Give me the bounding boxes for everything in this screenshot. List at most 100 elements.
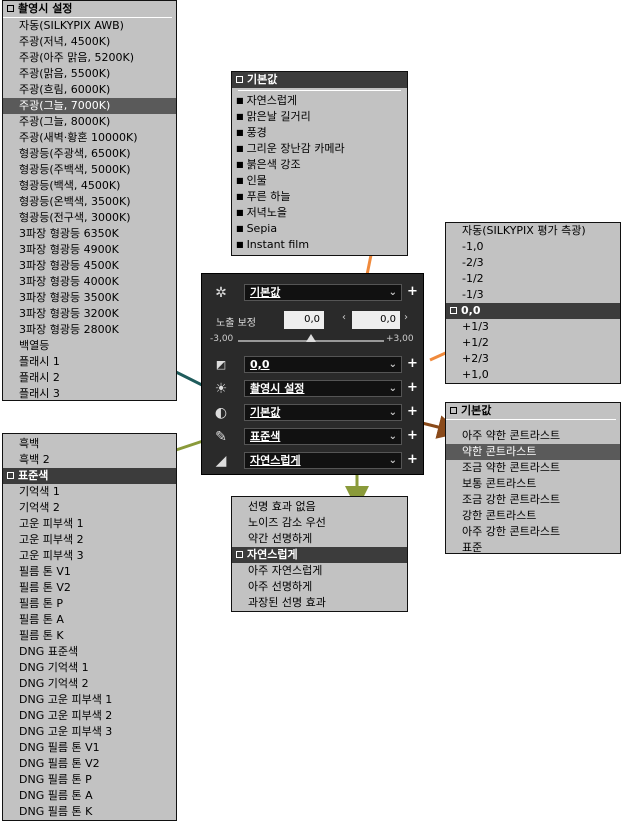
chevron-right-icon[interactable]: › xyxy=(404,312,408,323)
color-menu-item[interactable]: DNG 고운 피부색 1 xyxy=(19,693,113,706)
wb-menu-item[interactable]: 자동(SILKYPIX AWB) xyxy=(19,19,124,32)
taste-menu-item[interactable]: 풍경 xyxy=(232,125,407,141)
wb-menu-item[interactable]: 주광(새벽·황혼 10000K) xyxy=(19,131,138,144)
sharpness-menu-item[interactable]: 아주 자연스럽게 xyxy=(248,564,323,577)
chevron-left-icon[interactable]: ‹ xyxy=(342,312,346,323)
wb-menu-item[interactable]: 형광등(백색, 4500K) xyxy=(19,179,121,192)
color-menu-item[interactable]: DNG 고운 피부색 2 xyxy=(19,709,113,722)
sharpness-menu-item[interactable]: 노이즈 감소 우선 xyxy=(248,516,326,529)
exposure-menu-item[interactable]: +2/3 xyxy=(462,352,489,365)
wb-menu-item[interactable]: 3파장 형광등 3500K xyxy=(19,291,119,304)
wb-menu-header[interactable]: 촬영시 설정 xyxy=(3,1,172,18)
contrast-menu-item[interactable]: 표준 xyxy=(462,541,483,554)
wb-menu-item[interactable]: 주광(흐림, 6000K) xyxy=(19,83,111,96)
wb-menu-item[interactable]: 주광(그늘, 7000K) xyxy=(3,98,176,114)
exposure-menu-item[interactable]: +1/2 xyxy=(462,336,489,349)
color-menu-header[interactable]: 표준색 xyxy=(3,468,176,484)
color-menu-item[interactable]: DNG 기억색 2 xyxy=(19,677,89,690)
taste-menu-item[interactable]: 저녁노을 xyxy=(232,205,407,221)
color-menu-item[interactable]: 고운 피부색 1 xyxy=(19,517,84,530)
color-menu-item[interactable]: 기억색 1 xyxy=(19,485,60,498)
contrast-menu-item[interactable]: 아주 강한 콘트라스트 xyxy=(462,525,561,538)
ev-dropdown[interactable]: 0,0⌄ xyxy=(244,356,402,373)
taste-menu-item[interactable]: 인물 xyxy=(232,173,407,189)
color-menu-item[interactable]: DNG 필름 톤 V2 xyxy=(19,757,100,770)
color-menu-item[interactable]: 흑백 2 xyxy=(19,453,50,466)
sharpness-menu-item[interactable]: 약간 선명하게 xyxy=(248,532,313,545)
sharpness-menu-item[interactable]: 아주 선명하게 xyxy=(248,580,313,593)
contrast-menu-item[interactable]: 아주 약한 콘트라스트 xyxy=(462,429,561,442)
color-menu-item[interactable]: 고운 피부색 3 xyxy=(19,549,84,562)
contrast-menu-item[interactable]: 조금 약한 콘트라스트 xyxy=(462,461,561,474)
wb-menu-item[interactable]: 형광등(주광색, 6500K) xyxy=(19,147,131,160)
contrast-menu-header[interactable]: 기본값 xyxy=(446,403,616,420)
exposure-menu-item[interactable]: -2/3 xyxy=(462,256,484,269)
color-menu-item[interactable]: 흑백 xyxy=(19,437,40,450)
exposure-input[interactable]: 0,0 xyxy=(284,311,324,329)
contrast-menu-item[interactable]: 강한 콘트라스트 xyxy=(462,509,537,522)
color-menu-item[interactable]: DNG 필름 톤 V1 xyxy=(19,741,100,754)
color-menu-item[interactable]: DNG 고운 피부색 3 xyxy=(19,725,113,738)
taste-menu-item[interactable]: Instant film xyxy=(232,237,407,253)
taste-menu-header[interactable]: 기본값 xyxy=(232,72,407,88)
color-menu-item[interactable]: DNG 표준색 xyxy=(19,645,79,658)
color-menu-item[interactable]: DNG 필름 톤 P xyxy=(19,773,92,786)
exposure-menu-item[interactable]: -1/2 xyxy=(462,272,484,285)
slider-thumb[interactable] xyxy=(306,334,316,342)
wb-menu-item[interactable]: 3파장 형광등 3200K xyxy=(19,307,119,320)
exposure-menu-item[interactable]: -1/3 xyxy=(462,288,484,301)
sharpness-menu-header[interactable]: 자연스럽게 xyxy=(232,547,407,563)
color-menu-item[interactable]: 필름 톤 P xyxy=(19,597,63,610)
color-menu-item[interactable]: DNG 필름 톤 A xyxy=(19,789,93,802)
exposure-menu-item[interactable]: +1,0 xyxy=(462,368,489,381)
contrast-menu-item[interactable]: 약한 콘트라스트 xyxy=(446,444,620,460)
add-contrast-button[interactable]: + xyxy=(407,404,418,419)
color-menu-item[interactable]: 필름 톤 K xyxy=(19,629,64,642)
wb-menu-item[interactable]: 3파장 형광등 4500K xyxy=(19,259,119,272)
wb-menu-item[interactable]: 형광등(전구색, 3000K) xyxy=(19,211,131,224)
contrast-menu-item[interactable]: 보통 콘트라스트 xyxy=(462,477,537,490)
sharpness-menu-item[interactable]: 선명 효과 없음 xyxy=(248,500,316,513)
color-dropdown[interactable]: 표준색⌄ xyxy=(244,428,402,445)
color-menu-item[interactable]: DNG 기억색 1 xyxy=(19,661,89,674)
wb-menu-item[interactable]: 형광등(주백색, 5000K) xyxy=(19,163,131,176)
wb-menu-item[interactable]: 주광(맑음, 5500K) xyxy=(19,67,111,80)
taste-dropdown[interactable]: 기본값⌄ xyxy=(244,284,402,301)
wb-menu-item[interactable]: 주광(그늘, 8000K) xyxy=(19,115,111,128)
wb-menu-item[interactable]: 플래시 2 xyxy=(19,371,60,384)
wb-menu-item[interactable]: 3파장 형광등 6350K xyxy=(19,227,119,240)
color-menu-item[interactable]: DNG 필름 톤 K xyxy=(19,805,93,818)
wb-menu-item[interactable]: 플래시 1 xyxy=(19,355,60,368)
wb-menu-item[interactable]: 플래시 3 xyxy=(19,387,60,400)
sharpness-menu-item[interactable]: 과장된 선명 효과 xyxy=(248,596,326,609)
taste-menu-item[interactable]: 붉은색 강조 xyxy=(232,157,407,173)
color-menu-item[interactable]: 필름 톤 V2 xyxy=(19,581,71,594)
taste-menu-item[interactable]: Sepia xyxy=(232,221,407,237)
exposure-menu-item[interactable]: +1/3 xyxy=(462,320,489,333)
exposure-slider[interactable] xyxy=(238,334,384,342)
add-sharpness-button[interactable]: + xyxy=(407,452,418,467)
wb-menu-item[interactable]: 3파장 형광등 2800K xyxy=(19,323,119,336)
taste-menu-item[interactable]: 그리운 장난감 카메라 xyxy=(232,141,407,157)
taste-menu-item[interactable]: 자연스럽게 xyxy=(232,93,407,109)
wb-menu-item[interactable]: 형광등(온백색, 3500K) xyxy=(19,195,131,208)
color-menu-item[interactable]: 고운 피부색 2 xyxy=(19,533,84,546)
wb-menu-item[interactable]: 3파장 형광등 4000K xyxy=(19,275,119,288)
color-menu-item[interactable]: 필름 톤 A xyxy=(19,613,64,626)
contrast-menu-item[interactable]: 조금 강한 콘트라스트 xyxy=(462,493,561,506)
taste-menu-item[interactable]: 맑은날 길거리 xyxy=(232,109,407,125)
exposure-menu-selected[interactable]: 0,0 xyxy=(446,303,620,319)
wb-menu-item[interactable]: 백열등 xyxy=(19,339,50,352)
exposure-menu-item[interactable]: 자동(SILKYPIX 평가 측광) xyxy=(462,224,586,237)
wb-dropdown[interactable]: 촬영시 설정⌄ xyxy=(244,380,402,397)
add-wb-button[interactable]: + xyxy=(407,380,418,395)
wb-menu-item[interactable]: 3파장 형광등 4900K xyxy=(19,243,119,256)
sharpness-dropdown[interactable]: 자연스럽게⌄ xyxy=(244,452,402,469)
add-taste-button[interactable]: + xyxy=(407,284,418,299)
exposure-input-2[interactable]: 0,0 xyxy=(352,311,400,329)
wb-menu-item[interactable]: 주광(아주 맑음, 5200K) xyxy=(19,51,134,64)
color-menu-item[interactable]: 기억색 2 xyxy=(19,501,60,514)
contrast-dropdown[interactable]: 기본값⌄ xyxy=(244,404,402,421)
add-color-button[interactable]: + xyxy=(407,428,418,443)
exposure-menu-item[interactable]: -1,0 xyxy=(462,240,484,253)
